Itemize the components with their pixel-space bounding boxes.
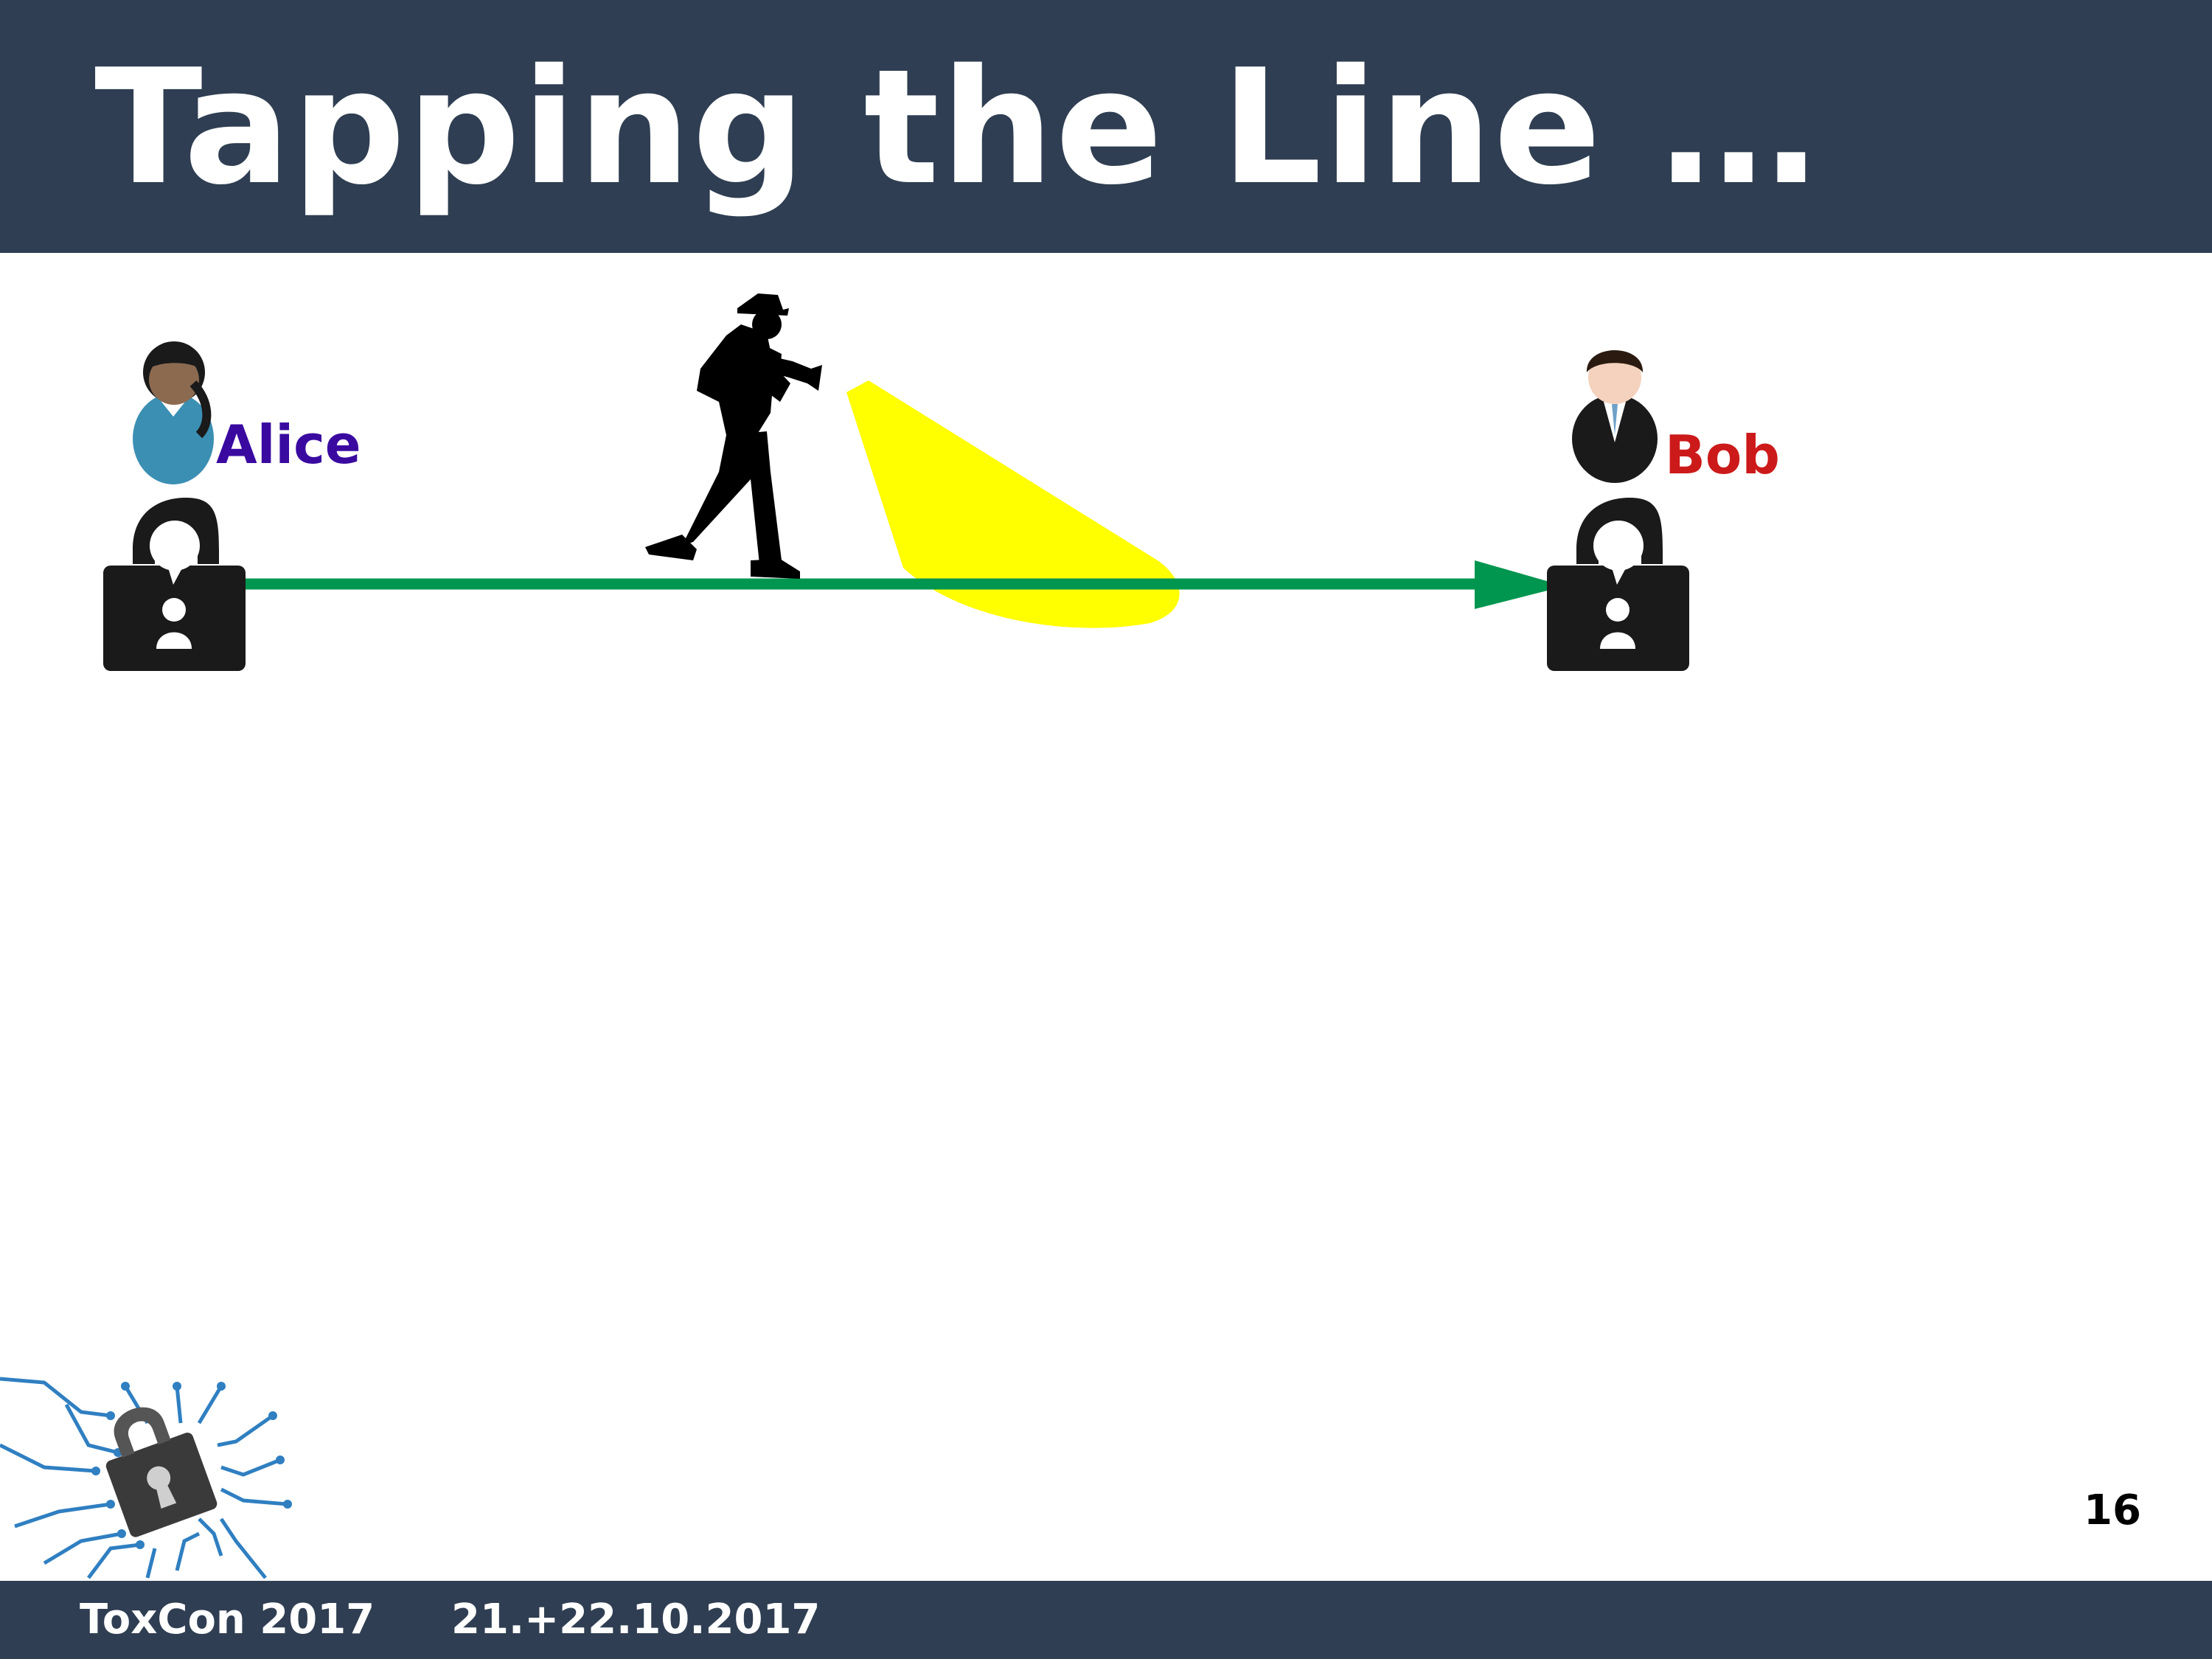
footer-date: 21.+22.10.2017 (451, 1596, 821, 1644)
footer-event: ToxCon 2017 (80, 1596, 375, 1644)
woman-user-icon (133, 341, 214, 484)
page-number: 16 (2084, 1486, 2141, 1534)
man-user-icon (1572, 350, 1658, 483)
lock-chat-icon (1547, 498, 1689, 671)
title-bar (0, 0, 2212, 253)
eavesdropper-silhouette-icon (645, 293, 822, 579)
communication-arrow (243, 560, 1565, 609)
alice-label: Alice (216, 414, 361, 476)
footer-bar (0, 1581, 2212, 1659)
lock-chat-icon (103, 498, 246, 671)
chip-lock-logo (0, 1377, 292, 1579)
bob-label: Bob (1665, 424, 1780, 486)
slide-title: Tapping the Line … (94, 35, 1820, 220)
flashlight-beam (846, 380, 1180, 628)
